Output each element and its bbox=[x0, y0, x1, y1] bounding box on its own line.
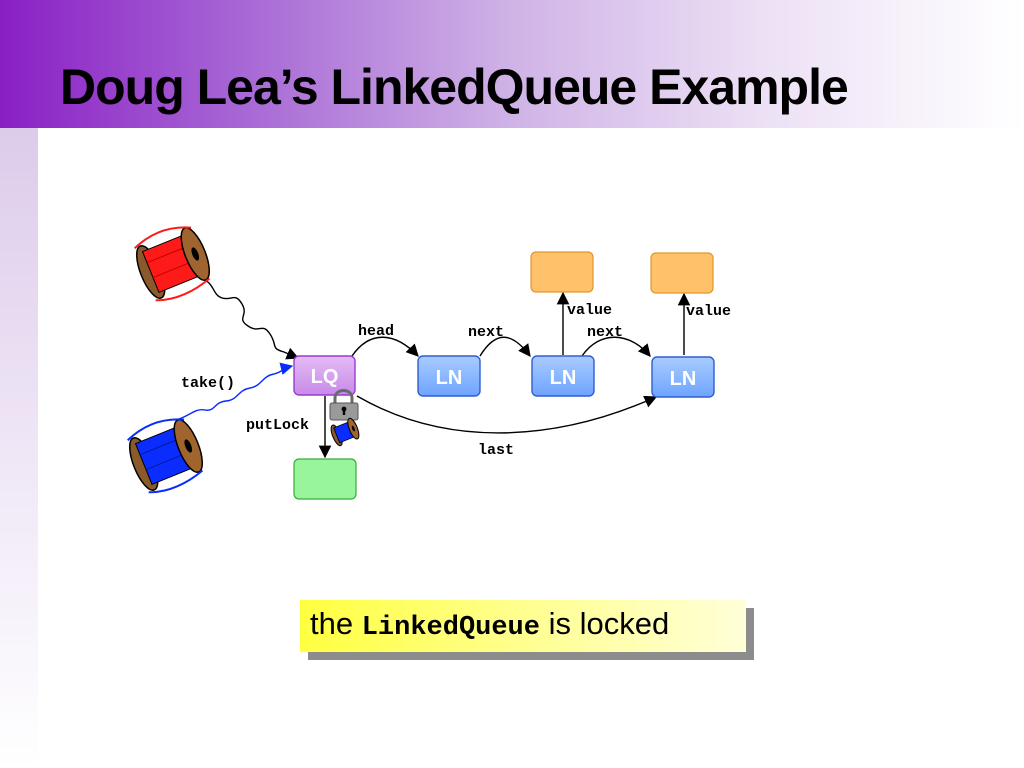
small-blue-spool-icon bbox=[330, 417, 360, 447]
caption-suffix: is locked bbox=[548, 606, 670, 641]
take-call-label: take() bbox=[181, 375, 235, 392]
put-lock-label: putLock bbox=[246, 417, 309, 434]
head-arrow bbox=[351, 336, 419, 357]
value-label-2: value bbox=[686, 303, 731, 320]
value-box-1 bbox=[530, 251, 594, 293]
ln-node-3 bbox=[651, 356, 715, 398]
red-thread-line bbox=[199, 277, 300, 360]
next-arrow-2 bbox=[581, 336, 651, 357]
next-label-2: next bbox=[587, 324, 623, 341]
next-arrow-1 bbox=[479, 336, 531, 358]
padlock-icon bbox=[329, 389, 359, 421]
last-arrow bbox=[356, 395, 658, 434]
ln-node-1 bbox=[417, 355, 481, 397]
ln-node-2-label: LN bbox=[550, 367, 577, 389]
caption-text: the LinkedQueue is locked bbox=[310, 606, 669, 643]
side-gradient-band bbox=[0, 128, 38, 768]
put-lock-target-box bbox=[293, 458, 357, 500]
caption-code: LinkedQueue bbox=[361, 613, 540, 643]
next-label-1: next bbox=[468, 324, 504, 341]
ln-node-3-label: LN bbox=[670, 368, 697, 390]
red-spool-icon bbox=[134, 226, 211, 302]
header-gradient-band bbox=[0, 0, 1024, 128]
caption-box: the LinkedQueue is locked bbox=[300, 600, 746, 652]
lq-node bbox=[293, 355, 356, 396]
slide-title: Doug Lea’s LinkedQueue Example bbox=[60, 59, 849, 115]
value-label-1: value bbox=[567, 302, 612, 319]
ln-node-2 bbox=[531, 355, 595, 397]
lq-node-label: LQ bbox=[311, 366, 339, 388]
blue-spool-icon bbox=[127, 418, 204, 494]
ln-node-1-label: LN bbox=[436, 367, 463, 389]
blue-thread-line bbox=[175, 362, 294, 421]
value-box-2 bbox=[650, 252, 714, 294]
caption-prefix: the bbox=[310, 606, 354, 641]
last-label: last bbox=[478, 442, 514, 459]
head-label: head bbox=[358, 323, 394, 340]
